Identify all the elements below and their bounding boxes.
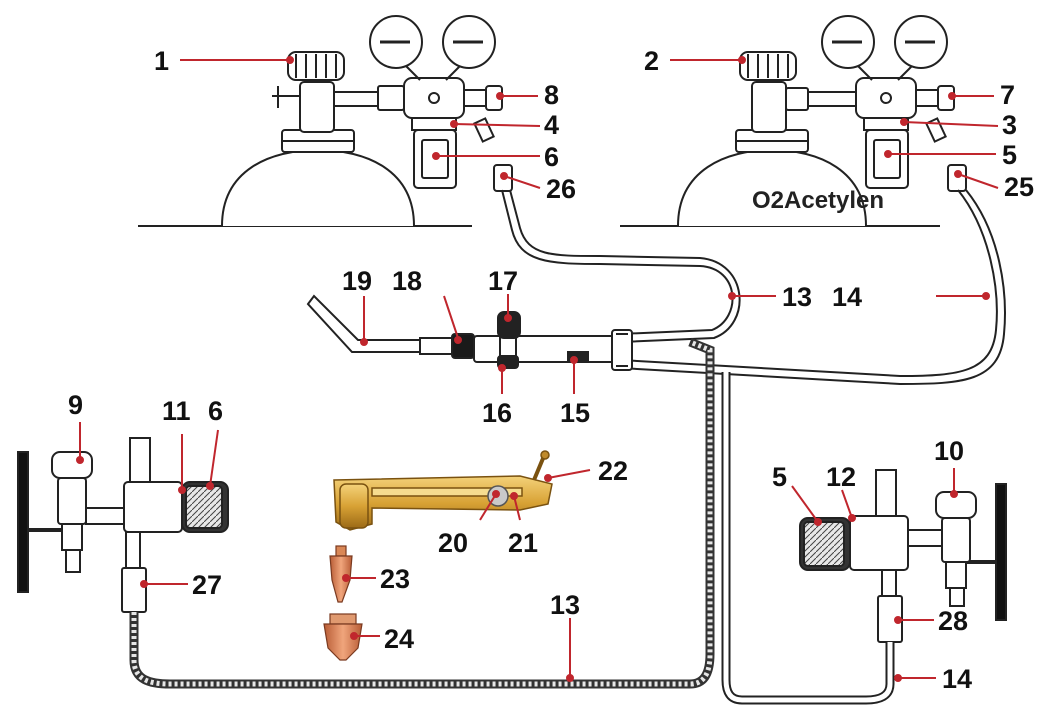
- right-valve-body: [849, 515, 909, 571]
- callout-11: 11: [162, 396, 191, 426]
- callout-16: 16: [482, 398, 512, 428]
- callout-8: 8: [544, 80, 559, 110]
- callout-1: 1: [154, 46, 169, 76]
- cutting-attachment: [333, 450, 553, 531]
- callout-20: 20: [438, 528, 468, 558]
- right-cylinder-assembly: [620, 15, 967, 227]
- callout-numbers: 1 2 3 4 5 5 6 6 7 8 9 10 11 12 13 13 14 …: [68, 46, 1034, 694]
- cylinder-left: [221, 148, 415, 227]
- callout-13b: 13: [550, 590, 580, 620]
- callout-14b: 14: [942, 664, 972, 694]
- torch-hose-connectors: [611, 329, 633, 371]
- cylinder-valve-right: [751, 81, 787, 133]
- leader-22: [547, 469, 591, 479]
- right-lower-valve: [799, 469, 1007, 643]
- leader-6b: [209, 429, 219, 487]
- callout-24: 24: [384, 624, 414, 654]
- cylinder-gas-label: O2Acetylen: [752, 187, 884, 214]
- callout-25: 25: [1004, 172, 1034, 202]
- cylinder-valve-left: [299, 81, 335, 133]
- callout-18: 18: [392, 266, 422, 296]
- callout-26: 26: [546, 174, 576, 204]
- welding-torch: [306, 294, 633, 371]
- leader-4: [453, 123, 541, 127]
- callout-4: 4: [544, 110, 559, 140]
- callout-23: 23: [380, 564, 410, 594]
- leader-25: [957, 173, 999, 189]
- callout-22: 22: [598, 456, 628, 486]
- callout-19: 19: [342, 266, 372, 296]
- callout-7: 7: [1000, 80, 1015, 110]
- callout-3: 3: [1002, 110, 1017, 140]
- left-lower-valve: [17, 437, 229, 613]
- leader-26: [503, 175, 541, 189]
- leader-5b: [791, 485, 819, 523]
- callout-21: 21: [508, 528, 538, 558]
- nozzle-23: [329, 545, 353, 603]
- upper-hoses: [501, 189, 1006, 386]
- callout-6a: 6: [544, 142, 559, 172]
- leader-20: [479, 493, 497, 521]
- callout-leader-lines: [76, 56, 999, 682]
- leader-3: [903, 121, 999, 127]
- callout-28: 28: [938, 606, 968, 636]
- callout-2: 2: [644, 46, 659, 76]
- callout-5b: 5: [772, 462, 787, 492]
- lower-hoses: [129, 337, 895, 705]
- callout-17: 17: [488, 266, 518, 296]
- left-valve-body: [123, 481, 183, 533]
- callout-10: 10: [934, 436, 964, 466]
- leader-21: [513, 495, 521, 521]
- callout-12: 12: [826, 462, 856, 492]
- callout-6b: 6: [208, 396, 223, 426]
- callout-5a: 5: [1002, 140, 1017, 170]
- callout-9: 9: [68, 390, 83, 420]
- left-check-valve: [121, 567, 147, 613]
- torch-body: [473, 335, 615, 363]
- torch-mixing-tube: [419, 337, 455, 355]
- callout-27: 27: [192, 570, 222, 600]
- callout-14a: 14: [832, 282, 862, 312]
- callout-13a: 13: [782, 282, 812, 312]
- leader-18: [443, 295, 459, 339]
- leader-12: [841, 489, 853, 519]
- callout-15: 15: [560, 398, 590, 428]
